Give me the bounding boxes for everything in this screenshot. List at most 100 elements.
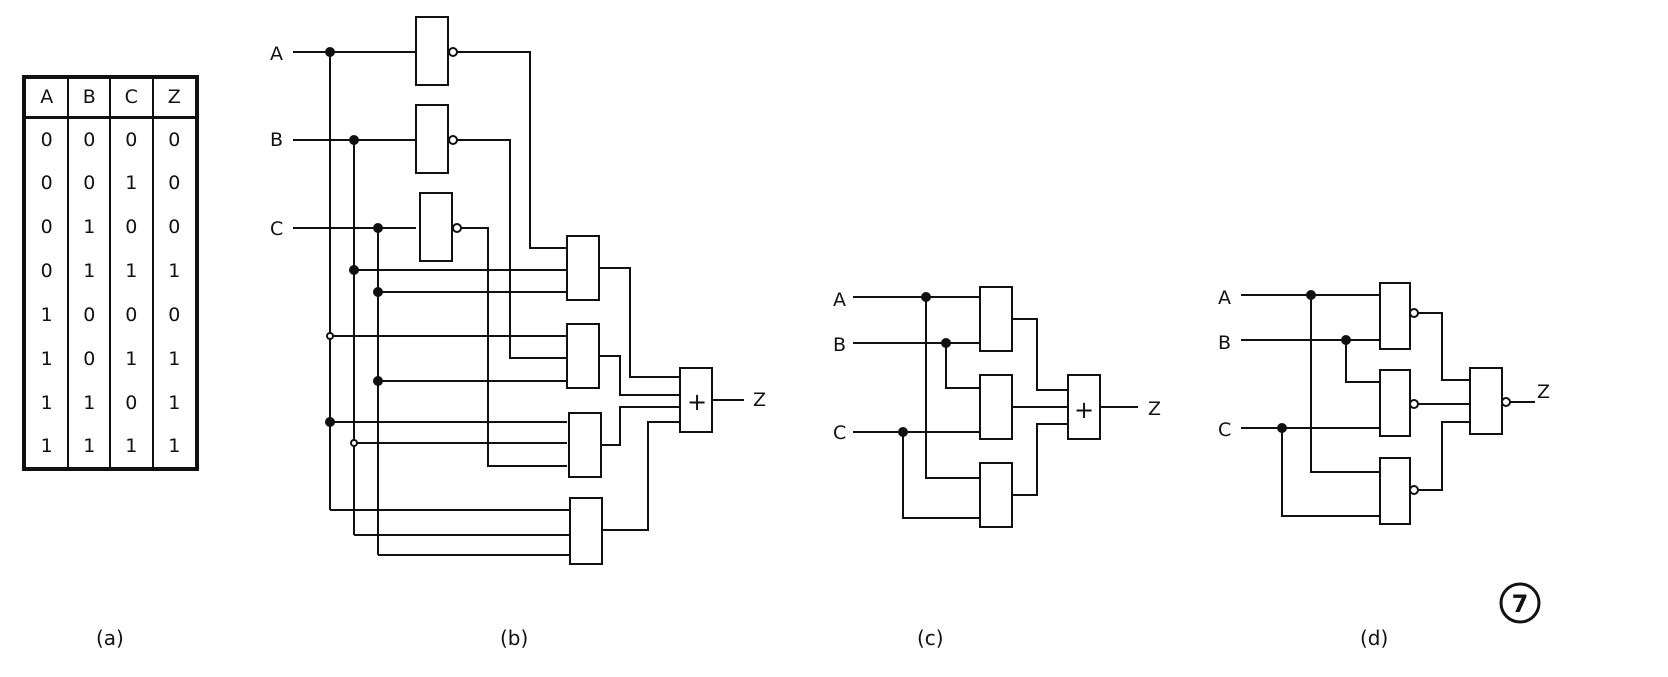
truth-table-cell: 0 [109,205,153,249]
truth-table-cell: 1 [40,304,53,326]
circuit-b-output-z: Z [753,389,766,411]
wire [1012,318,1068,391]
circuit-d-output-z: Z [1537,381,1550,403]
wire [945,343,980,389]
inverter-bubble [1409,399,1419,409]
nand-gate-1 [1379,282,1411,350]
truth-table-cell: 1 [151,337,197,381]
and-gate-2 [566,323,600,389]
truth-table-cell: 0 [151,293,197,337]
caption-c: (c) [917,626,944,650]
circuit-c-input-b: B [833,334,846,356]
circuit-c-output-z: Z [1148,398,1161,420]
junction [1341,335,1351,345]
junction [349,265,359,275]
junction [1306,290,1316,300]
junction [350,439,358,447]
junction [941,338,951,348]
header-z: Z [151,77,197,119]
circuit-b-junction [373,223,383,233]
truth-table-cell: 1 [109,161,153,205]
circuit-b-buses [329,52,379,555]
truth-table-cell: 0 [109,293,153,337]
truth-table-cell: 1 [109,249,153,293]
and-gate-3 [979,462,1013,528]
or-gate-symbol: + [687,388,707,416]
header-c: C [109,77,153,119]
caption-b: (b) [500,626,529,650]
truth-table-cell: 1 [40,348,53,370]
circuit-b-input-a: A [270,43,283,65]
truth-table-cell: 0 [40,128,53,151]
wires-and3 [330,421,567,444]
truth-table-cell: 0 [151,161,197,205]
wires-and1 [354,269,567,293]
truth-table-cell: 1 [40,392,53,414]
circuit-b: A B C Z [270,16,766,565]
circuit-d-input-a: A [1218,287,1231,309]
inverter-bubble [1501,397,1511,407]
truth-table-cell: 0 [109,381,153,425]
wire [1310,295,1380,473]
circuit-d: A B C Z [1218,282,1550,525]
junction [373,376,383,386]
nand-gate-2 [1379,369,1411,437]
not-gate-b [415,104,449,174]
not-gate-a [415,16,449,86]
circuit-c: A B C Z + [833,286,1161,528]
circuit-d-input-b: B [1218,332,1231,354]
circuit-d-input-c: C [1218,419,1231,441]
wire [902,432,980,519]
wire [1345,340,1380,383]
circuit-b-input-b: B [270,129,283,151]
truth-table-cell: 1 [151,249,197,293]
wire [1418,312,1470,381]
circuit-b-junction [325,47,335,57]
inverter-bubble [448,135,458,145]
header-a: A [24,77,69,119]
circuit-b-junction [349,135,359,145]
wire-not-c [461,227,567,467]
truth-table-cell: 0 [40,172,53,194]
figure-number-badge: 7 [1499,582,1541,624]
and-gate-1 [566,235,600,301]
and-gate-2 [979,374,1013,440]
and-gate-3 [568,412,602,478]
truth-table-cell: 1 [67,205,111,249]
truth-table-cell: 1 [67,425,111,469]
wire [1418,421,1470,491]
circuit-c-input-c: C [833,422,846,444]
wire [599,267,680,378]
junction [921,292,931,302]
truth-table-cell: 1 [151,425,197,469]
wire-not-a [457,51,567,249]
wire [601,406,680,446]
truth-table-cell: 0 [67,117,111,161]
input-wires [853,296,980,433]
junction [326,332,334,340]
wire [1281,428,1380,517]
caption-a: (a) [96,626,124,650]
inverter-bubble [1409,308,1419,318]
truth-table-cell: 0 [151,117,197,161]
truth-table-cell: 0 [67,293,111,337]
truth-table-cell: 0 [109,117,153,161]
inverter-bubble [1409,485,1419,495]
figure-number: 7 [1512,590,1529,618]
wire-not-b [457,139,567,359]
wires-and2 [330,335,567,382]
truth-table-cell: 0 [151,205,197,249]
wires-and4 [330,509,570,556]
wire [599,355,680,396]
truth-table-cell: 1 [109,425,153,469]
inverter-bubble [452,223,462,233]
junction [1277,423,1287,433]
